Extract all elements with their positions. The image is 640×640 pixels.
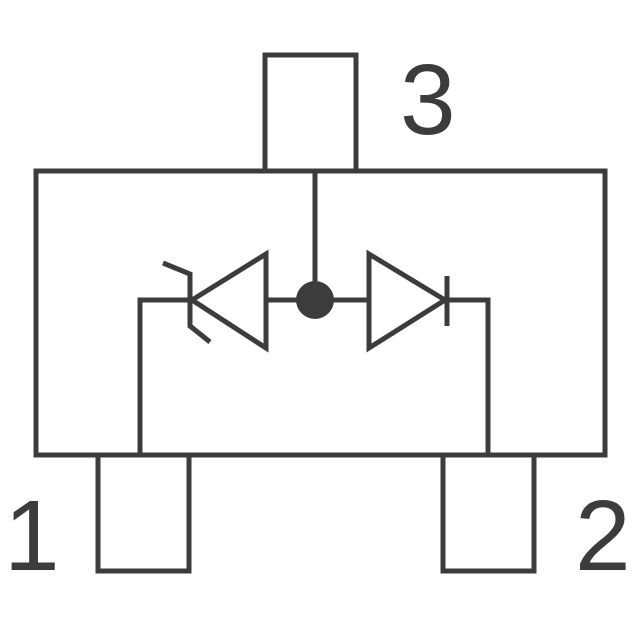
junction-node <box>296 281 334 319</box>
pin-1-label: 1 <box>4 480 60 592</box>
zener-diode-triangle <box>187 249 269 353</box>
diode-symbol <box>366 249 450 353</box>
zener-diode-cathode-bar <box>162 260 212 344</box>
pin-2-lead <box>440 452 537 574</box>
pin-1-lead <box>95 452 192 574</box>
pin-3-lead <box>262 52 359 174</box>
wire-diode-to-pin2 <box>447 297 491 455</box>
package-body <box>33 168 608 458</box>
pin-3-label: 3 <box>400 44 456 156</box>
pin-2-label: 2 <box>575 480 631 592</box>
wire-pin1-to-zener <box>137 297 190 455</box>
zener-diode-symbol <box>162 249 269 353</box>
diode-triangle <box>366 249 450 353</box>
